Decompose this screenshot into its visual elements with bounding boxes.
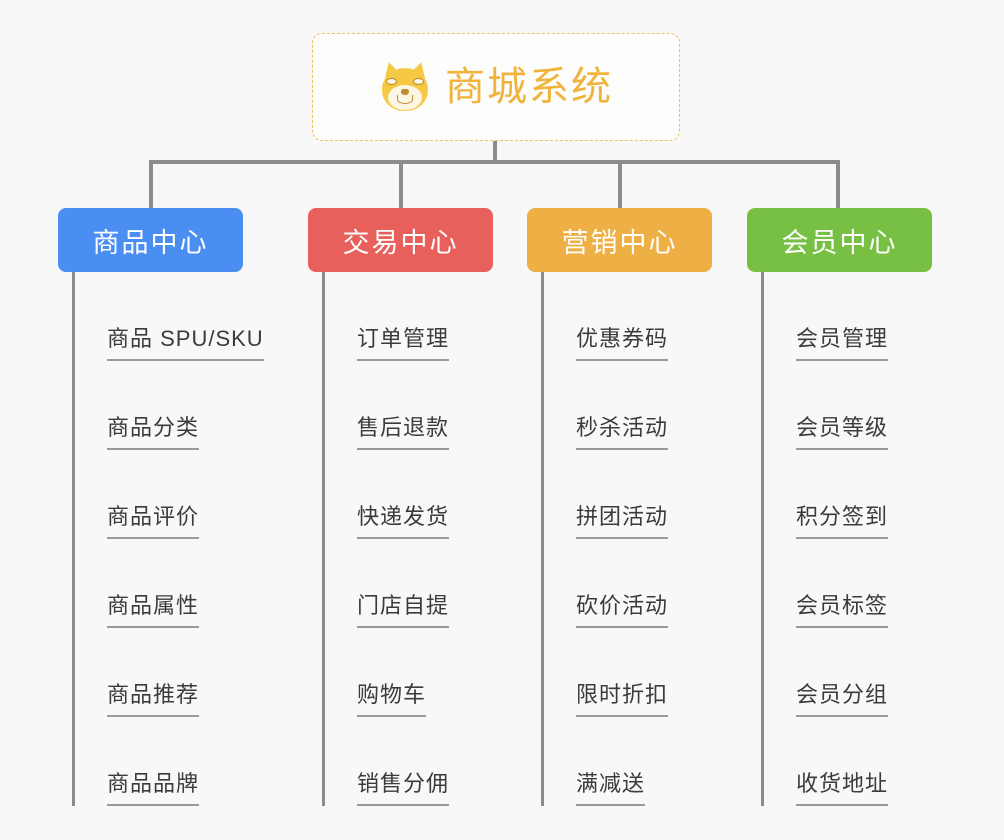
leaf-item[interactable]: 商品属性 bbox=[76, 539, 243, 628]
leaf-item[interactable]: 会员分组 bbox=[765, 628, 932, 717]
leaf-item-label: 优惠券码 bbox=[576, 321, 669, 361]
leaf-item-label: 商品品牌 bbox=[107, 766, 200, 806]
leaf-item-label: 会员管理 bbox=[796, 321, 889, 361]
leaf-item-label: 满减送 bbox=[576, 766, 646, 806]
leaf-item[interactable]: 收货地址 bbox=[765, 717, 932, 806]
column-member-center: 会员中心会员管理会员等级积分签到会员标签会员分组收货地址 bbox=[747, 208, 932, 806]
leaf-item[interactable]: 销售分佣 bbox=[326, 717, 493, 806]
category-box-marketing-center[interactable]: 营销中心 bbox=[527, 208, 712, 272]
leaf-item-label: 快递发货 bbox=[357, 499, 450, 539]
category-box-trade-center[interactable]: 交易中心 bbox=[308, 208, 493, 272]
leaf-item[interactable]: 秒杀活动 bbox=[545, 361, 712, 450]
leaf-item-label: 拼团活动 bbox=[576, 499, 669, 539]
leaf-item-label: 积分签到 bbox=[796, 499, 889, 539]
leaf-rail-product-center: 商品 SPU/SKU 商品分类商品评价商品属性商品推荐商品品牌 bbox=[72, 272, 264, 806]
leaf-item[interactable]: 会员标签 bbox=[765, 539, 932, 628]
leaf-item-label: 销售分佣 bbox=[357, 766, 450, 806]
leaf-item-label: 砍价活动 bbox=[576, 588, 669, 628]
leaf-item[interactable]: 商品评价 bbox=[76, 450, 243, 539]
root-node-mall-system[interactable]: 商城系统 bbox=[312, 33, 680, 141]
connector-drop-trade-center bbox=[399, 160, 403, 208]
leaf-item[interactable]: 商品推荐 bbox=[76, 628, 243, 717]
connector-root-stem bbox=[493, 141, 497, 163]
leaf-rail-trade-center: 订单管理售后退款快递发货门店自提购物车销售分佣 bbox=[322, 272, 493, 806]
leaf-item-label: 售后退款 bbox=[357, 410, 450, 450]
leaf-item-label: 收货地址 bbox=[796, 766, 889, 806]
leaf-item-label: 购物车 bbox=[357, 677, 427, 717]
leaf-item-label: 限时折扣 bbox=[576, 677, 669, 717]
connector-horizontal-bus bbox=[149, 160, 840, 164]
leaf-item-label: 秒杀活动 bbox=[576, 410, 669, 450]
leaf-item[interactable]: 门店自提 bbox=[326, 539, 493, 628]
leaf-item-label: 会员标签 bbox=[796, 588, 889, 628]
leaf-item[interactable]: 优惠券码 bbox=[545, 272, 712, 361]
leaf-item-label: 门店自提 bbox=[357, 588, 450, 628]
leaf-item-label: 会员分组 bbox=[796, 677, 889, 717]
leaf-item[interactable]: 砍价活动 bbox=[545, 539, 712, 628]
leaf-item[interactable]: 拼团活动 bbox=[545, 450, 712, 539]
leaf-item[interactable]: 满减送 bbox=[545, 717, 712, 806]
column-product-center: 商品中心商品 SPU/SKU 商品分类商品评价商品属性商品推荐商品品牌 bbox=[58, 208, 264, 806]
connector-drop-product-center bbox=[149, 160, 153, 208]
leaf-item[interactable]: 积分签到 bbox=[765, 450, 932, 539]
category-box-member-center[interactable]: 会员中心 bbox=[747, 208, 932, 272]
leaf-item[interactable]: 会员管理 bbox=[765, 272, 932, 361]
leaf-item[interactable]: 订单管理 bbox=[326, 272, 493, 361]
leaf-item-label: 会员等级 bbox=[796, 410, 889, 450]
leaf-item[interactable]: 售后退款 bbox=[326, 361, 493, 450]
leaf-item[interactable]: 限时折扣 bbox=[545, 628, 712, 717]
leaf-item[interactable]: 快递发货 bbox=[326, 450, 493, 539]
connector-drop-member-center bbox=[836, 160, 840, 208]
column-marketing-center: 营销中心优惠券码秒杀活动拼团活动砍价活动限时折扣满减送 bbox=[527, 208, 712, 806]
leaf-item[interactable]: 商品品牌 bbox=[76, 717, 243, 806]
leaf-item[interactable]: 会员等级 bbox=[765, 361, 932, 450]
leaf-item-label: 商品属性 bbox=[107, 588, 200, 628]
leaf-item[interactable]: 商品分类 bbox=[76, 361, 243, 450]
leaf-item[interactable]: 购物车 bbox=[326, 628, 493, 717]
leaf-item-label: 商品推荐 bbox=[107, 677, 200, 717]
column-trade-center: 交易中心订单管理售后退款快递发货门店自提购物车销售分佣 bbox=[308, 208, 493, 806]
leaf-rail-marketing-center: 优惠券码秒杀活动拼团活动砍价活动限时折扣满减送 bbox=[541, 272, 712, 806]
leaf-item-label: 商品 SPU/SKU bbox=[107, 321, 264, 361]
leaf-item-label: 订单管理 bbox=[357, 321, 450, 361]
leaf-rail-member-center: 会员管理会员等级积分签到会员标签会员分组收货地址 bbox=[761, 272, 932, 806]
leaf-item-label: 商品分类 bbox=[107, 410, 200, 450]
category-box-product-center[interactable]: 商品中心 bbox=[58, 208, 243, 272]
shiba-inu-icon bbox=[379, 59, 431, 113]
leaf-item-label: 商品评价 bbox=[107, 499, 200, 539]
leaf-item[interactable]: 商品 SPU/SKU bbox=[76, 272, 264, 361]
root-node-title: 商城系统 bbox=[445, 65, 613, 109]
connector-drop-marketing-center bbox=[618, 160, 622, 208]
